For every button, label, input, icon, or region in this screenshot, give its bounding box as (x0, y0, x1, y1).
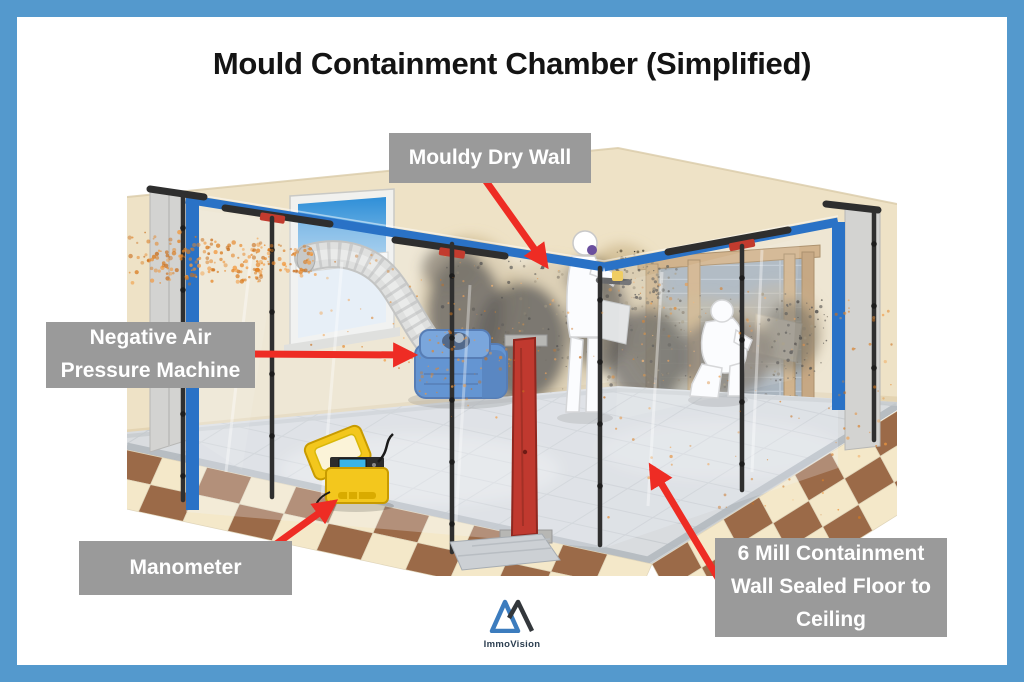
standing-worker (557, 230, 632, 424)
exhaust-particle-plume (127, 229, 314, 286)
blue-tape-strip-right (832, 222, 845, 410)
airborne-particles (310, 253, 893, 519)
floor-ramp (449, 533, 561, 571)
manometer-device (303, 424, 394, 512)
immovision-logo-icon (489, 599, 535, 634)
immovision-logo: ImmoVision (470, 599, 554, 650)
page-title: Mould Containment Chamber (Simplified) (212, 46, 812, 81)
arrow-negative-air (247, 342, 419, 368)
label-negative-air-pressure-machine: Negative Air Pressure Machine (46, 322, 255, 388)
label-containment-wall: 6 Mill Containment Wall Sealed Floor to … (715, 538, 947, 637)
immovision-logo-text: ImmoVision (483, 639, 541, 650)
label-manometer: Manometer (79, 541, 292, 595)
arrow-mouldy-dry-wall (480, 174, 549, 270)
crouching-worker (688, 299, 753, 407)
label-mouldy-dry-wall: Mouldy Dry Wall (389, 133, 591, 183)
